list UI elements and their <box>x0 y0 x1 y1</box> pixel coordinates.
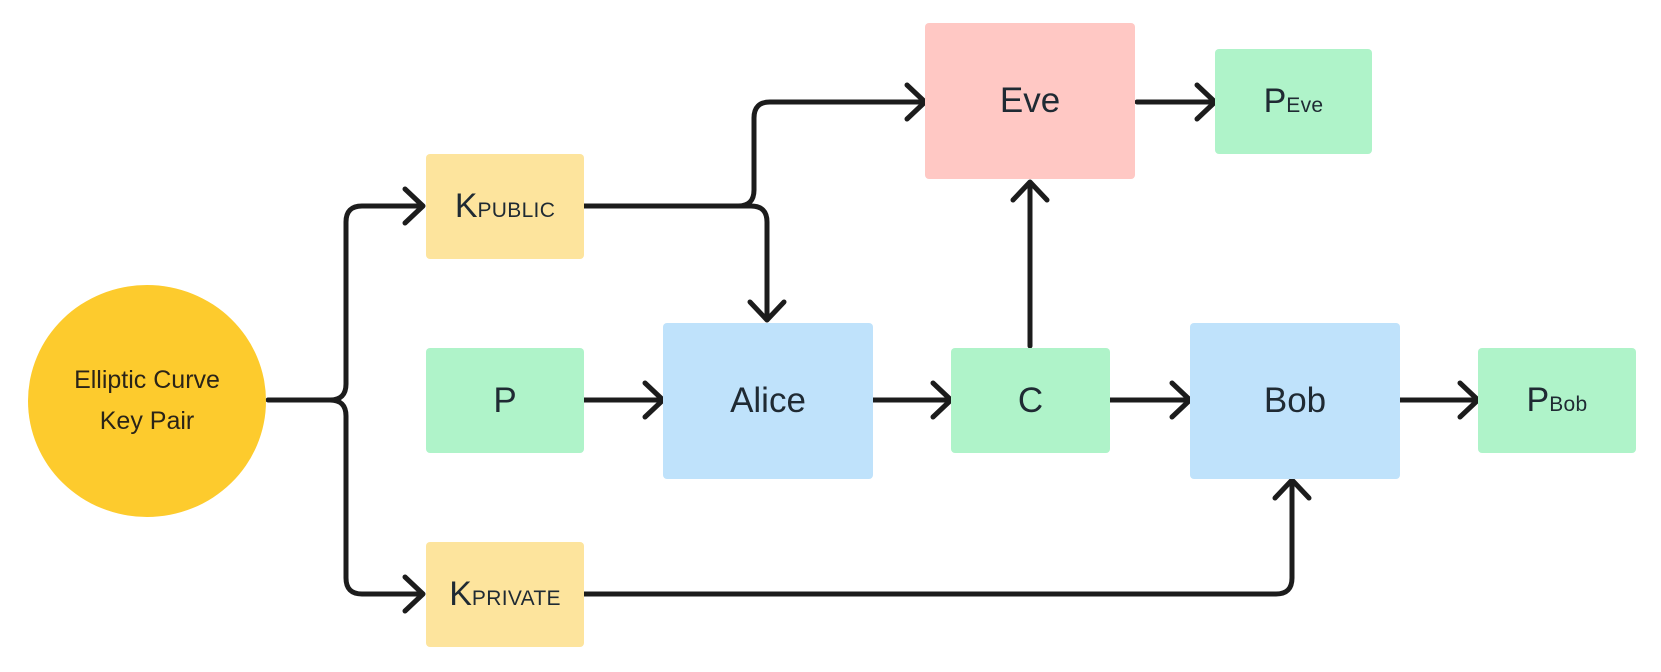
bob-node: Bob <box>1190 323 1400 479</box>
p-bob-main: P <box>1526 381 1550 419</box>
eve-node: Eve <box>925 23 1135 179</box>
p-eve-sub: Eve <box>1286 94 1324 117</box>
origin-label: Elliptic Curve Key Pair <box>74 360 220 442</box>
ciphertext-node: C <box>951 348 1110 453</box>
k-private-node: KPRIVATE <box>426 542 584 647</box>
origin-label-line2: Key Pair <box>99 407 195 435</box>
plaintext-label: P <box>493 380 517 420</box>
alice-node: Alice <box>663 323 873 479</box>
arrowhead-alice-top <box>747 299 787 323</box>
arrow-kprivate-to-bob <box>581 479 1295 597</box>
k-public-label: KPUBLIC <box>455 187 555 226</box>
k-private-label: KPRIVATE <box>449 575 561 614</box>
k-public-node: KPUBLIC <box>426 154 584 259</box>
origin-label-line1: Elliptic Curve <box>74 366 220 394</box>
p-bob-sub: Bob <box>1549 393 1588 416</box>
k-private-sub: PRIVATE <box>471 587 561 610</box>
arrow-kpublic-to-eve <box>581 99 926 209</box>
arrowhead-bob-bottom <box>1272 477 1312 501</box>
p-bob-node: PBob <box>1478 348 1636 453</box>
arrow-origin-to-kpublic <box>265 203 424 403</box>
eve-label: Eve <box>999 81 1061 120</box>
arrow-origin-to-kprivate <box>327 397 424 597</box>
elliptic-curve-key-pair-node: Elliptic Curve Key Pair <box>28 285 266 517</box>
k-private-main: K <box>449 575 472 613</box>
plaintext-node: P <box>426 348 584 453</box>
p-eve-label: PEve <box>1264 82 1324 121</box>
arrowhead-eve-bottom <box>1010 179 1050 203</box>
bob-label: Bob <box>1263 381 1327 420</box>
ciphertext-label: C <box>1017 380 1044 420</box>
arrowhead-kpublic <box>402 186 426 226</box>
p-eve-node: PEve <box>1215 49 1372 154</box>
alice-label: Alice <box>730 381 806 420</box>
p-eve-main: P <box>1263 82 1287 120</box>
k-public-main: K <box>454 187 478 225</box>
k-public-sub: PUBLIC <box>477 199 556 222</box>
arrowhead-kprivate <box>402 574 426 614</box>
arrow-kpublic-to-alice <box>735 203 770 321</box>
p-bob-label: PBob <box>1527 381 1588 420</box>
